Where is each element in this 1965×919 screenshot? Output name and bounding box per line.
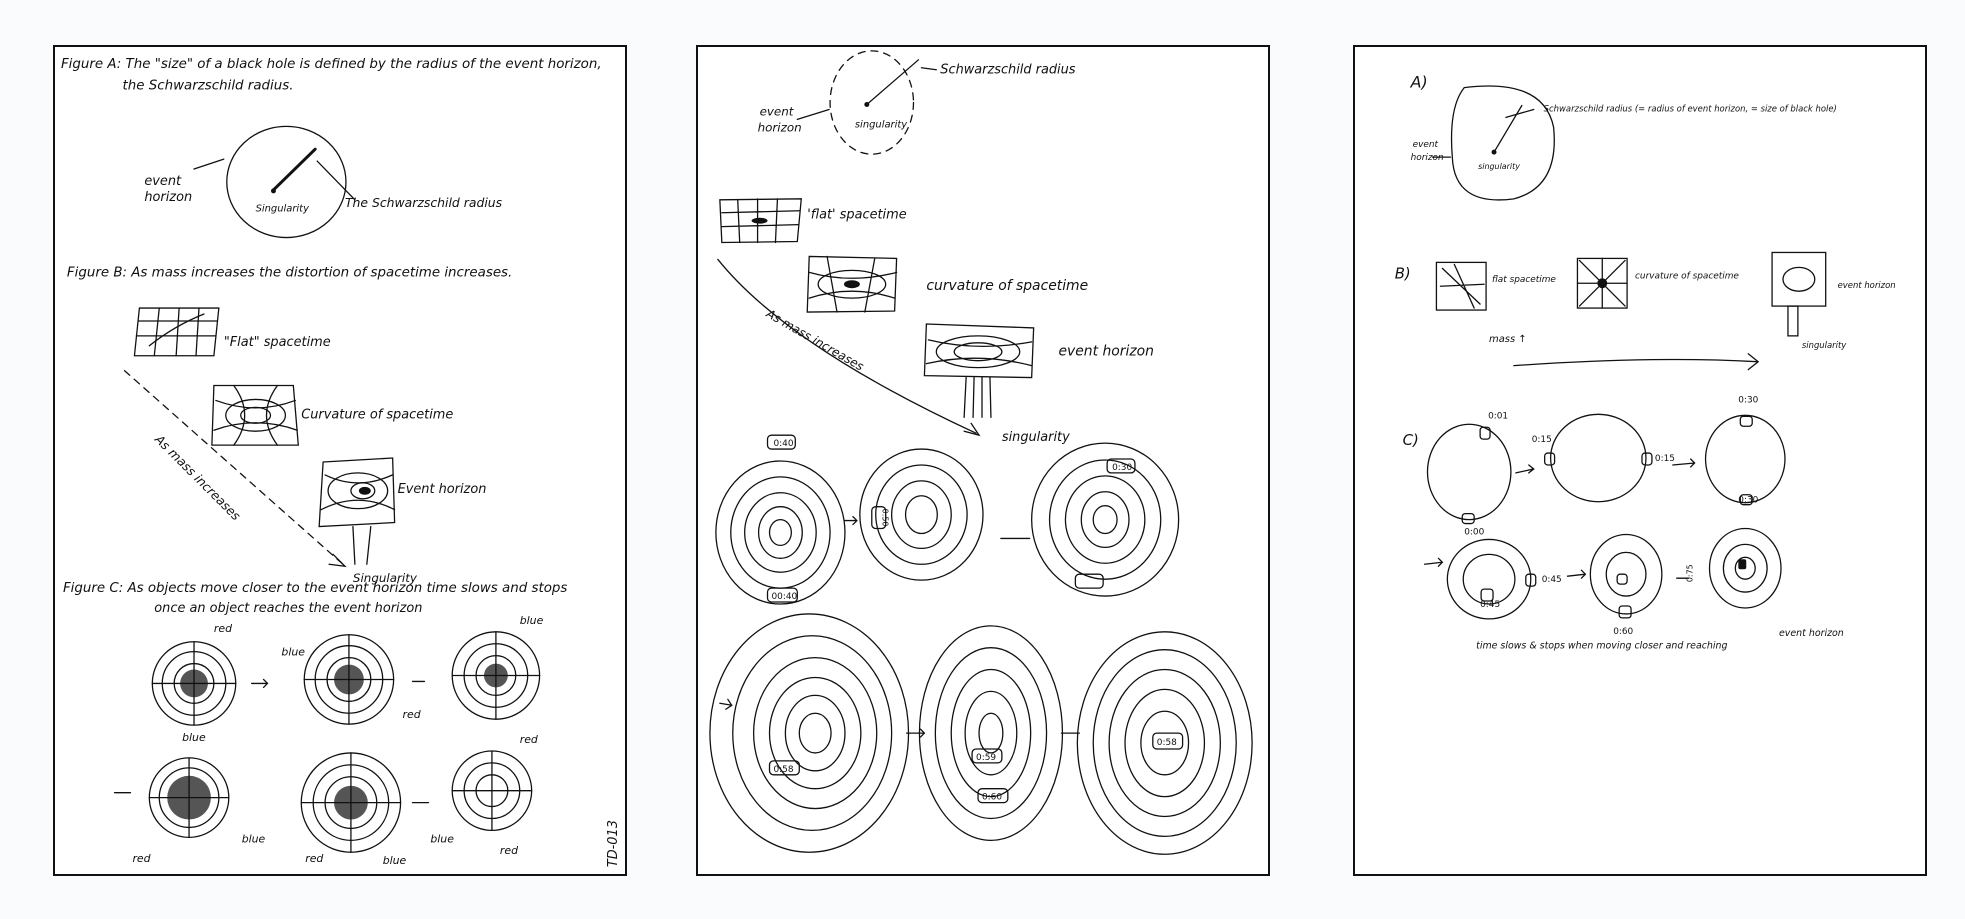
clock-0-60: 0:60	[1613, 627, 1633, 637]
figure-a-caption: Figure A: The "size" of a black hole is …	[61, 57, 602, 72]
section-a-label: A)	[1410, 73, 1428, 92]
horizon-label: horizon	[1411, 153, 1444, 163]
clock-0-30: 0:30	[1112, 463, 1132, 473]
mass-arrow	[717, 258, 977, 434]
clock-0-15-b: 0:15	[1655, 454, 1675, 464]
blue-label-2: blue	[182, 731, 206, 744]
curvature-label: curvature of spacetime	[926, 278, 1088, 294]
drawing-id: TD-013	[606, 820, 621, 867]
singularity-label-2: singularity	[1002, 430, 1070, 445]
panel-2-drawing: Schwarzschild radius event horizon singu…	[709, 50, 1253, 855]
clock-0-01: 0:01	[1488, 411, 1508, 421]
event-label: event	[760, 104, 795, 118]
horizon-label: horizon	[758, 120, 802, 134]
event-label: event	[1413, 140, 1439, 150]
event-label: event	[144, 174, 182, 189]
blue-label-4: blue	[242, 832, 266, 845]
section-c-row-1	[1426, 413, 1786, 525]
sketch-panel-1: Figure A: The "size" of a black hole is …	[53, 45, 627, 876]
figure-c-caption-2: once an object reaches the event horizon	[154, 601, 422, 616]
mass-arrow-head	[963, 422, 981, 437]
orbit-row-2	[709, 613, 1253, 855]
section-a-black-hole	[1431, 85, 1555, 201]
curvature-label: Curvature of spacetime	[301, 407, 453, 422]
figure-a-caption-2: the Schwarzschild radius.	[123, 79, 294, 94]
clock-0-30: 0:30	[1738, 395, 1758, 405]
singularity-label: singularity	[1478, 162, 1520, 171]
clock-0-40: 0:40	[773, 439, 793, 449]
event-horizon-square	[1771, 251, 1827, 337]
curved-spacetime-grid	[806, 255, 898, 313]
flat-spacetime-label: flat spacetime	[1492, 275, 1556, 285]
red-label-4: red	[132, 852, 150, 865]
horizon-label: horizon	[144, 190, 192, 205]
curved-spacetime-grid	[211, 384, 299, 446]
clock-0-45: 0:45	[1480, 600, 1500, 610]
section-c-row-2	[1423, 527, 1782, 620]
flat-spacetime-label: 'flat' spacetime	[807, 208, 906, 223]
mass-arrow-head	[328, 553, 347, 568]
mass-arrow	[1513, 358, 1758, 367]
red-label-5: red	[305, 852, 323, 865]
blue-label-3: blue	[281, 646, 305, 659]
schwarzschild-radius-label: The Schwarzschild radius	[345, 195, 503, 210]
clock-0-00: 0:00	[1464, 527, 1484, 537]
curvature-label: curvature of spacetime	[1635, 271, 1739, 281]
figure-a-black-hole	[193, 125, 356, 239]
event-horizon-label: Event horizon	[398, 482, 487, 497]
schwarzschild-note: Schwarzschild radius (= radius of event …	[1544, 103, 1837, 113]
blue-label-1: blue	[520, 614, 544, 627]
figure-c-caption: Figure C: As objects move closer to the …	[63, 581, 567, 596]
section-b-label: B)	[1395, 264, 1411, 282]
mass-arrow	[123, 369, 344, 565]
singularity-label: Singularity	[256, 204, 309, 215]
curved-spacetime-square	[1576, 257, 1628, 309]
red-label-1: red	[214, 622, 232, 635]
mass-label: mass ↑	[1489, 334, 1527, 345]
red-label-3: red	[520, 733, 538, 746]
event-horizon-label: event horizon	[1838, 280, 1896, 290]
panel-3-drawing: A) Schwarzschild radius (= radius of eve…	[1395, 73, 1896, 652]
section-c-caption-2: event horizon	[1779, 628, 1844, 639]
panel-1-drawing: Figure A: The "size" of a black hole is …	[61, 57, 621, 867]
schwarzschild-radius-label: Schwarzschild radius	[940, 63, 1075, 78]
flat-spacetime-square	[1435, 261, 1487, 311]
flat-spacetime-grid	[133, 307, 220, 357]
blue-label-6: blue	[430, 832, 454, 845]
section-c-label: C)	[1403, 431, 1419, 449]
clock-0-45-b: 0:45	[1542, 575, 1562, 585]
figure-c-row-1	[151, 631, 541, 726]
clock-0-58: 0:58	[773, 765, 793, 775]
singularity-label-2: Singularity	[353, 571, 418, 585]
red-label-2: red	[403, 708, 421, 721]
singularity-label-2: singularity	[1802, 340, 1847, 350]
event-horizon-grid	[923, 323, 1035, 418]
clock-00-40: 00:40	[771, 592, 797, 602]
event-horizon-grid	[318, 457, 396, 565]
clock-0-75: 0:75	[1686, 564, 1695, 582]
flat-spacetime-grid	[719, 198, 802, 244]
orbit-row-1	[715, 434, 1180, 605]
mass-arrow-head	[1747, 353, 1760, 371]
red-label-6: red	[500, 844, 518, 857]
figure-c-row-2	[113, 750, 533, 853]
clock-0-15: 0:15	[1532, 435, 1552, 445]
figure-b-caption: Figure B: As mass increases the distorti…	[67, 265, 512, 280]
sketch-panel-3: A) Schwarzschild radius (= radius of eve…	[1353, 45, 1927, 876]
section-c-caption: time slows & stops when moving closer an…	[1476, 641, 1727, 652]
clock-0-30-b: 0:30	[1738, 496, 1758, 506]
singularity-label: singularity	[855, 119, 907, 130]
event-horizon-label: event horizon	[1058, 344, 1153, 360]
black-hole-dashed	[796, 50, 937, 155]
mass-increases-label: As mass increases	[763, 306, 866, 374]
sketch-panel-2: Schwarzschild radius event horizon singu…	[696, 45, 1270, 876]
blue-label-5: blue	[383, 854, 407, 867]
clock-0-59: 0:59	[976, 753, 996, 763]
flat-spacetime-label: "Flat" spacetime	[224, 335, 331, 350]
clock-0-60: 0:60	[982, 793, 1002, 803]
clock-0-58-b: 0:58	[1157, 738, 1177, 748]
clock-0-50: 0:50	[881, 509, 890, 527]
